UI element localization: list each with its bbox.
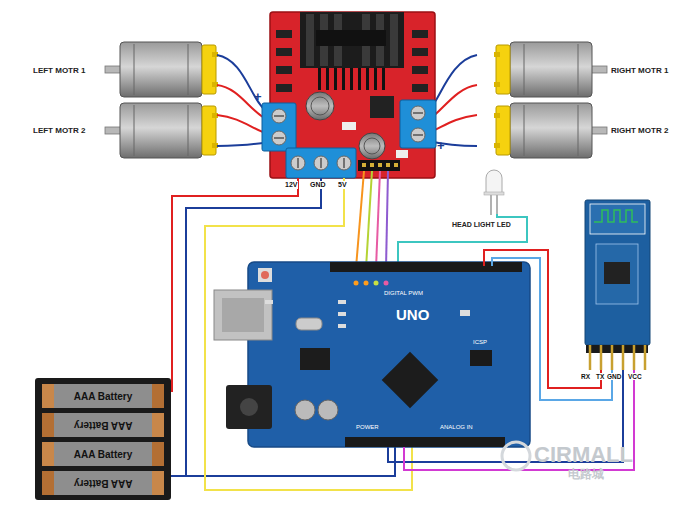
silkscreen-text: POWER <box>356 424 379 431</box>
part-label: LEFT MOTR 2 <box>33 127 85 136</box>
polarity-mark: + <box>437 139 445 153</box>
pin-label: TX <box>595 373 605 380</box>
terminal-label: 5V <box>337 181 348 189</box>
part-label: HEAD LIGHT LED <box>452 221 511 229</box>
battery-label: AAA Battery <box>74 391 133 402</box>
board-name: UNO <box>396 307 429 324</box>
silkscreen-text: DIGITAL PWM <box>384 290 423 297</box>
terminal-label: 12V <box>284 181 298 189</box>
pin-label: RX <box>580 373 591 380</box>
pin-label: GND <box>606 373 622 380</box>
terminal-label: GND <box>309 181 327 189</box>
battery-label: AAA Battery <box>74 420 133 431</box>
polarity-mark: + <box>254 90 262 104</box>
silkscreen-text: ANALOG IN <box>440 424 473 431</box>
pin-label: VCC <box>627 373 643 380</box>
silkscreen-text: ICSP <box>473 339 487 346</box>
watermark: 电路城 <box>568 468 604 481</box>
battery-label: AAA Battery <box>74 478 133 489</box>
watermark: CIRMALL <box>534 443 633 467</box>
part-label: RIGHT MOTR 1 <box>611 67 668 76</box>
part-label: LEFT MOTR 1 <box>33 67 85 76</box>
part-label: RIGHT MOTR 2 <box>611 127 668 136</box>
battery-label: AAA Battery <box>74 449 133 460</box>
